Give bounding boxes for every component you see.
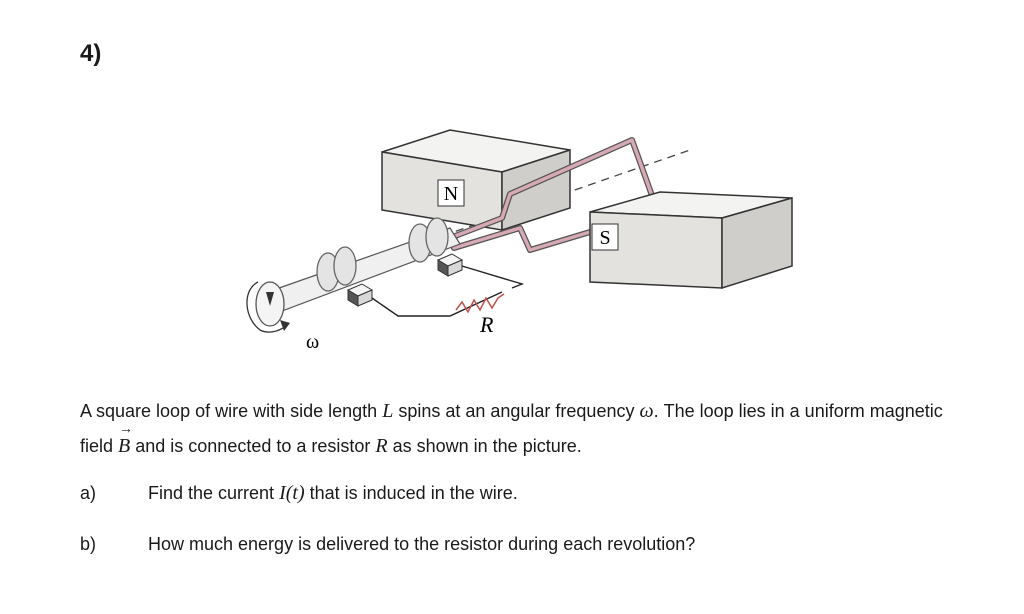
problem-statement: A square loop of wire with side length L… <box>80 394 960 464</box>
part-b-label: b) <box>80 534 97 554</box>
part-a: a)Find the current I(t) that is induced … <box>80 482 518 504</box>
south-magnet: S <box>589 191 793 290</box>
omega-symbol: ω <box>639 400 654 422</box>
south-label: S <box>599 227 610 249</box>
magnetic-field-vector: B <box>118 412 133 464</box>
angular-frequency-label: ω <box>306 331 319 350</box>
part-b: b)How much energy is delivered to the re… <box>80 534 696 554</box>
resistor-symbol-text: R <box>375 435 388 457</box>
north-magnet: N <box>381 129 571 232</box>
brushes <box>346 253 464 307</box>
resistor-label: R <box>479 312 494 337</box>
side-length-symbol: L <box>382 400 394 422</box>
current-function: I(t) <box>279 482 305 504</box>
part-a-label: a) <box>80 483 97 503</box>
resistor-symbol <box>455 293 505 314</box>
generator-figure: N S R <box>246 129 793 350</box>
rotation-arrow-icon <box>246 281 290 333</box>
slip-rings <box>316 217 449 292</box>
wire-loop <box>447 137 663 253</box>
question-number: 4) <box>80 40 102 67</box>
north-label: N <box>444 183 458 205</box>
